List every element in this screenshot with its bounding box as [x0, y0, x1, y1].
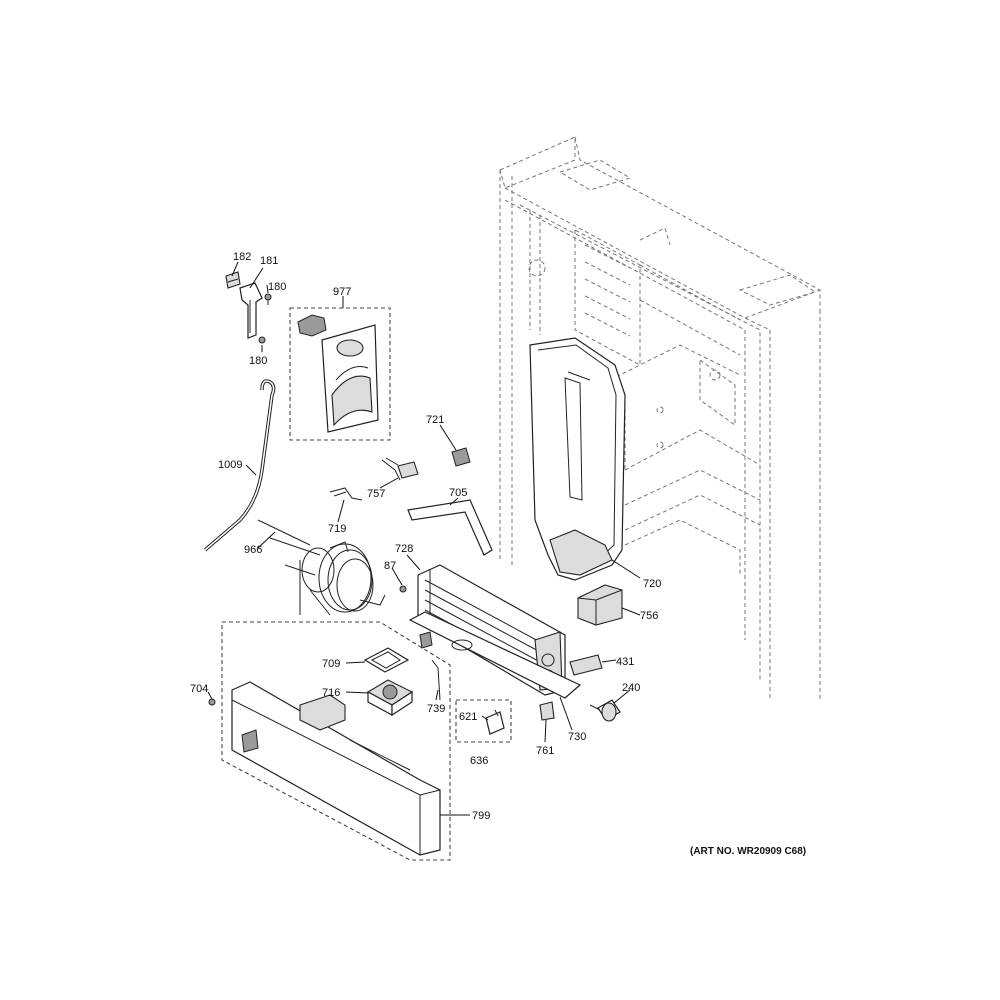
label-1009: 1009 — [218, 459, 242, 471]
label-739: 739 — [427, 703, 445, 715]
label-721: 721 — [426, 414, 444, 426]
label-240: 240 — [622, 682, 640, 694]
label-756: 756 — [640, 610, 658, 622]
label-720: 720 — [643, 578, 661, 590]
label-799: 799 — [472, 810, 490, 822]
part-757-harness[interactable] — [381, 457, 419, 481]
label-719: 719 — [328, 523, 346, 535]
part-799-fan-housing[interactable] — [231, 681, 441, 856]
part-716-fan[interactable] — [366, 679, 414, 717]
label-181: 181 — [260, 255, 278, 267]
part-180-screw-bottom[interactable] — [258, 336, 266, 344]
part-761-fitting[interactable] — [539, 701, 555, 721]
label-761: 761 — [536, 745, 554, 757]
label-87: 87 — [384, 560, 396, 572]
part-977-dispenser-cover[interactable] — [297, 314, 379, 433]
part-1009-tube[interactable] — [203, 379, 276, 552]
part-240-connector[interactable] — [589, 699, 621, 722]
part-721-pad[interactable] — [451, 447, 471, 467]
label-977: 977 — [333, 286, 351, 298]
label-730: 730 — [568, 731, 586, 743]
leader-lines — [207, 261, 641, 816]
label-431: 431 — [616, 656, 634, 668]
part-182-clip[interactable] — [225, 271, 241, 289]
label-180-top: 180 — [268, 281, 286, 293]
group-977-box — [289, 307, 391, 441]
part-705-strip[interactable] — [407, 499, 493, 556]
part-719-wire[interactable] — [329, 487, 363, 501]
label-636: 636 — [470, 755, 488, 767]
part-181-bracket[interactable] — [239, 282, 263, 339]
part-720-duct[interactable] — [529, 337, 626, 581]
part-966-harness[interactable] — [257, 519, 386, 616]
label-716: 716 — [322, 687, 340, 699]
art-number: (ART NO. WR20909 C68) — [690, 846, 806, 857]
group-799-box — [221, 621, 451, 861]
label-966: 966 — [244, 544, 262, 556]
label-705: 705 — [449, 487, 467, 499]
part-431-pad[interactable] — [569, 654, 603, 676]
part-730-drain-pan[interactable] — [408, 611, 582, 699]
part-87-screw[interactable] — [399, 585, 407, 593]
part-709-bracket[interactable] — [363, 647, 410, 673]
label-757: 757 — [367, 488, 385, 500]
part-739-probe[interactable] — [431, 659, 441, 701]
label-709: 709 — [322, 658, 340, 670]
label-728: 728 — [395, 543, 413, 555]
part-621-clip[interactable] — [485, 709, 505, 735]
part-labels: 182 181 180 180 977 1009 721 757 705 719… — [190, 251, 661, 822]
part-704-screw[interactable] — [208, 698, 216, 706]
label-180-bottom: 180 — [249, 355, 267, 367]
part-180-screw-top[interactable] — [264, 293, 272, 305]
part-756-block[interactable] — [577, 584, 623, 626]
cabinet-frame — [499, 136, 821, 700]
label-704: 704 — [190, 683, 208, 695]
label-182: 182 — [233, 251, 251, 263]
label-621: 621 — [459, 711, 477, 723]
